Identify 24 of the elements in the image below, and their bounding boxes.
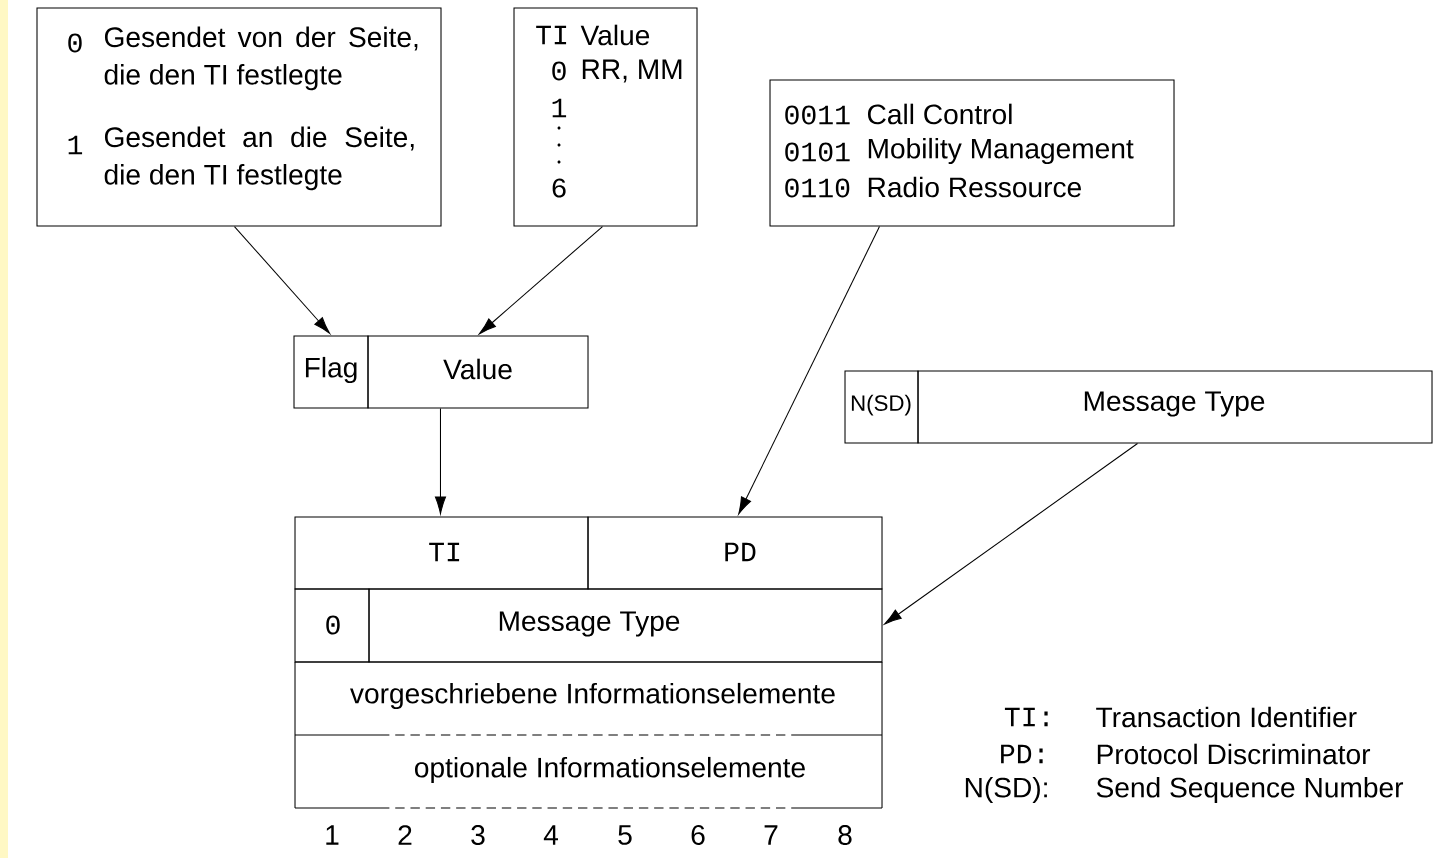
- abbreviation-meaning: Transaction Identifier: [1096, 706, 1357, 728]
- field-cell: optionale Informationselemente: [294, 734, 883, 809]
- text-box: 0 Gesendet von der Seite, die den TI festlegte 1 Gesendet an die Seite, die den TI festlegte: [36, 7, 442, 227]
- field-cell: N(SD): [844, 370, 919, 444]
- field-cell: Message Type: [368, 588, 883, 663]
- field-cell: 0: [294, 588, 370, 663]
- abbreviation-meaning: Send Sequence Number: [1096, 776, 1404, 804]
- abbreviation: TI:: [1004, 707, 1048, 727]
- abbreviation: N(SD):: [965, 776, 1047, 804]
- arrow: [434, 408, 447, 515]
- field-cell: Value: [367, 335, 589, 409]
- field-cell: Message Type: [917, 370, 1433, 444]
- field-cell: vorgeschriebene Informationselemente: [294, 661, 883, 736]
- abbreviation: PD:: [1001, 744, 1043, 764]
- arrow: [738, 226, 880, 515]
- arrow: [233, 226, 331, 334]
- text-box: TI Value 0 RR, MM 1 6: [513, 7, 698, 227]
- field-cell: PD: [587, 516, 883, 590]
- arrow: [479, 226, 603, 335]
- arrow: [884, 443, 1138, 625]
- field-cell: Flag: [293, 335, 369, 409]
- abbreviation-meaning: Protocol Discriminator: [1097, 743, 1371, 765]
- text-box: 0011 Call Control 0101 Mobility Management 0110 Radio Ressource: [769, 79, 1175, 227]
- field-cell: TI: [294, 516, 589, 590]
